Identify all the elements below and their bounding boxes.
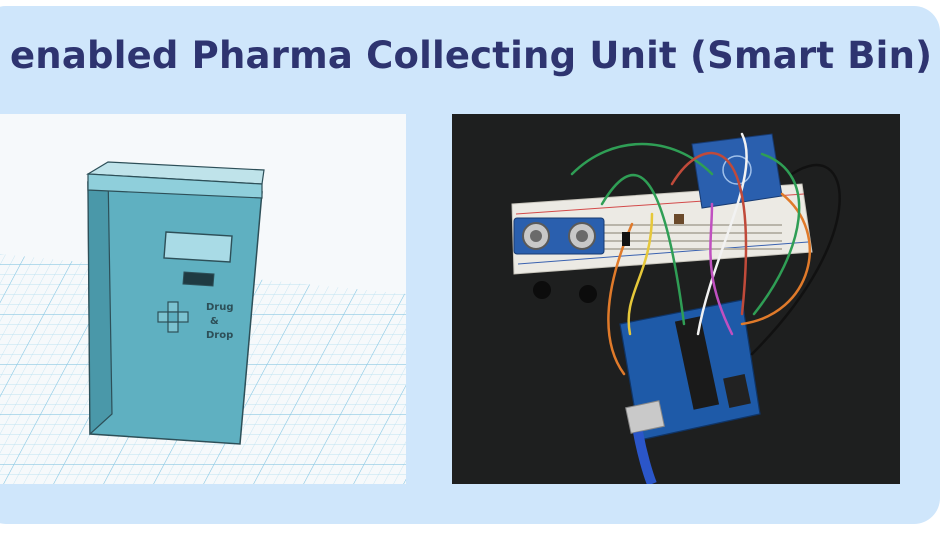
bin-dpad: [157, 301, 189, 333]
rfid-module: [691, 133, 783, 209]
arduino-prototype-photo: [452, 114, 900, 484]
bin-screen: [163, 231, 233, 263]
usb-cable: [633, 431, 657, 484]
bin-side-face: [87, 171, 113, 436]
slide-title: enabled Pharma Collecting Unit (Smart Bi…: [10, 34, 933, 77]
usb-port: [625, 400, 665, 434]
bin-label-line2: &: [210, 316, 219, 327]
bin-lid-front: [87, 173, 263, 199]
bin-3d-model-drawing: Drug & Drop: [0, 114, 406, 484]
bin-label-line3: Drop: [206, 330, 233, 341]
bin-label-line1: Drug: [206, 302, 234, 313]
arduino-prototype-drawing: [452, 114, 900, 484]
bin-slot: [182, 271, 215, 287]
bin-3d-model-image: Drug & Drop: [0, 114, 406, 484]
